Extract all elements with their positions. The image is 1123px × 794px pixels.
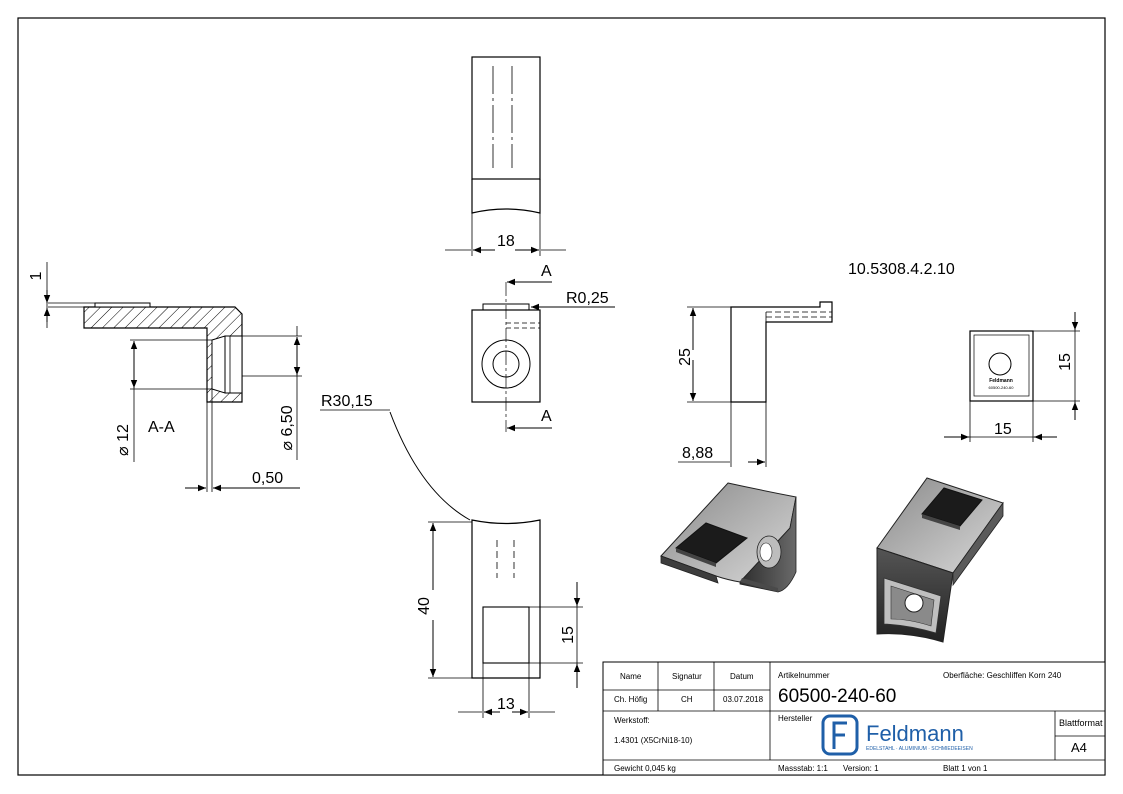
sheet-border <box>17 17 1106 776</box>
version: Version: 1 <box>843 764 879 773</box>
drawing-date: 03.07.2018 <box>723 695 764 704</box>
weight: Gewicht 0,045 kg <box>614 764 676 773</box>
dim-total-height: 40 <box>416 597 433 615</box>
logo-name: Feldmann <box>866 721 964 746</box>
author-signature: CH <box>681 695 693 704</box>
material-value: 1.4301 (X5CrNi18-10) <box>614 736 693 745</box>
dim-bottom-width: 13 <box>497 696 515 713</box>
dim-width-top: 18 <box>497 233 515 250</box>
dim-depth-side: 8,88 <box>682 445 713 462</box>
article-number: 60500-240-60 <box>778 686 896 707</box>
feldmann-logo: Feldmann EDELSTAHL · ALUMINIUM · SCHMIED… <box>821 714 973 756</box>
manufacturer-label: Hersteller <box>778 714 813 723</box>
scale: Massstab: 1:1 <box>778 764 828 773</box>
iso-view-left <box>660 482 797 593</box>
surface-value: Geschliffen Korn 240 <box>987 671 1062 680</box>
cut-marker-bottom: A <box>541 408 552 425</box>
surface-label: Oberfläche: <box>943 671 984 680</box>
section-label: A-A <box>148 419 175 436</box>
sheet-number: Blatt 1 von 1 <box>943 764 988 773</box>
cut-marker-top: A <box>541 263 552 280</box>
face-view: Feldmann 60500-240-60 15 15 <box>944 312 1080 442</box>
sheet-format-label: Blattformat <box>1059 718 1103 728</box>
header-name: Name <box>620 672 642 681</box>
bottom-view: 40 15 13 <box>416 519 583 718</box>
top-view: 18 <box>445 56 566 256</box>
dim-face-height: 15 <box>1057 353 1074 371</box>
curve-radius-callout: R30,15 <box>320 393 471 521</box>
header-signature: Signatur <box>672 672 702 681</box>
dim-hole-outer: 12 <box>115 424 132 442</box>
section-top-plate <box>94 302 151 308</box>
svg-text:Oberfläche: Geschliffen Korn 2: Oberfläche: Geschliffen Korn 240 <box>943 671 1062 680</box>
svg-text:⌀ 6,50: ⌀ 6,50 <box>279 405 296 450</box>
reference-number: 10.5308.4.2.10 <box>848 261 955 278</box>
svg-text:⌀ 12: ⌀ 12 <box>115 424 132 456</box>
dim-hole-inner: 6,50 <box>279 405 296 436</box>
dim-offset: 0,50 <box>252 470 283 487</box>
dim-thickness: 1 <box>28 271 45 280</box>
material-label: Werkstoff: <box>614 716 650 725</box>
iso-view-right <box>876 477 1004 643</box>
dim-face-width: 15 <box>994 421 1012 438</box>
dim-curve-radius: R30,15 <box>321 393 373 410</box>
title-block: Name Signatur Datum Ch. Höfig CH 03.07.2… <box>602 661 1106 776</box>
dim-pad-height: 15 <box>560 626 577 644</box>
logo-tagline: EDELSTAHL · ALUMINIUM · SCHMIEDEEISEN <box>866 746 973 752</box>
front-view: A A R0,25 <box>471 263 615 432</box>
face-engraving-number: 60500-240-60 <box>989 385 1015 390</box>
section-view: 1 ⌀ 12 A-A ⌀ 6,50 0,50 <box>28 262 302 492</box>
dim-corner-radius: R0,25 <box>566 290 609 307</box>
side-view: 25 8,88 <box>677 301 833 467</box>
header-date: Datum <box>730 672 754 681</box>
dim-height-side: 25 <box>677 348 694 366</box>
article-label: Artikelnummer <box>778 671 830 680</box>
sheet-format-value: A4 <box>1071 740 1087 755</box>
face-engraving-brand: Feldmann <box>989 378 1013 384</box>
author-name: Ch. Höfig <box>614 695 647 704</box>
